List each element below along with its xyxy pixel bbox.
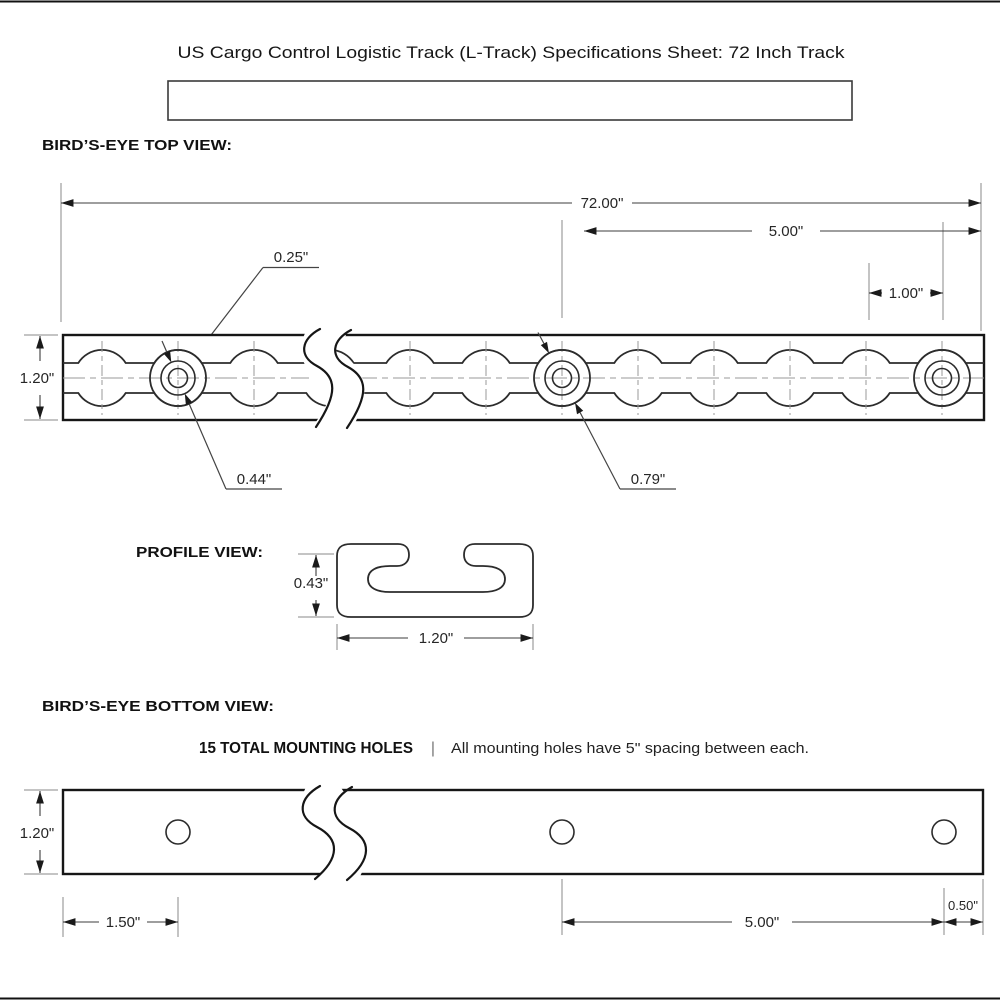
bottom-view-label: BIRD’S-EYE BOTTOM VIEW: xyxy=(42,698,274,715)
dim-track-width-bottom: 1.20" xyxy=(20,825,55,842)
slot-top-edge xyxy=(63,349,984,364)
dim-first-hole-offset: 1.50" xyxy=(106,914,141,931)
break-line-left xyxy=(301,784,335,881)
dim-track-width-top: 1.20" xyxy=(20,370,55,387)
profile-view: 0.43" 1.20" xyxy=(294,543,534,650)
dim-hole-diameter: 0.79" xyxy=(631,471,666,488)
dim-right-end-offset: 0.50" xyxy=(948,898,978,913)
dim-profile-width: 1.20" xyxy=(419,630,454,647)
title-info-box xyxy=(167,80,853,121)
bottom-view-dimensions: 1.50" 5.00" 0.50" xyxy=(62,879,984,937)
break-line-right xyxy=(333,785,367,882)
dim-overall-length: 72.00" xyxy=(581,195,624,212)
note-separator: | xyxy=(431,740,435,757)
dim-profile-height: 0.43" xyxy=(294,575,329,592)
profile-view-label: PROFILE VIEW: xyxy=(136,544,263,561)
sheet-title: US Cargo Control Logistic Track (L-Track… xyxy=(178,43,846,62)
profile-cross-section xyxy=(336,543,534,618)
bottom-view-break xyxy=(300,765,367,900)
dim-countersink: 0.44" xyxy=(237,471,272,488)
mounting-hole-bottom-2 xyxy=(549,819,575,845)
dim-circle-spacing: 1.00" xyxy=(889,285,924,302)
mounting-hole-bottom-1 xyxy=(165,819,191,845)
slot-bottom-edge xyxy=(63,392,984,407)
bottom-view-track: 1.20" xyxy=(20,765,985,900)
break-line-right xyxy=(334,328,365,430)
top-view-dimensions: 72.00" 5.00" 1.00" 1.20" 0.25" xyxy=(20,183,982,421)
mounting-hole-top-3 xyxy=(913,349,971,407)
dim-screw-hole: 0.25" xyxy=(274,249,309,266)
top-view-track xyxy=(61,308,986,443)
dim-hole-spacing-top: 5.00" xyxy=(769,223,804,240)
top-view-hole-callouts: 0.44" 0.79" xyxy=(161,332,676,490)
mounting-hole-top-2 xyxy=(533,349,591,407)
break-line-left xyxy=(303,327,334,429)
note-regular-text: All mounting holes have 5" spacing betwe… xyxy=(451,740,809,757)
note-bold-text: 15 TOTAL MOUNTING HOLES xyxy=(199,740,413,757)
mounting-hole-top-1 xyxy=(149,349,207,407)
mounting-holes-note: 15 TOTAL MOUNTING HOLES | All mounting h… xyxy=(199,740,809,757)
dim-hole-spacing-bottom: 5.00" xyxy=(745,914,780,931)
mounting-hole-bottom-3 xyxy=(931,819,957,845)
top-view-label: BIRD’S-EYE TOP VIEW: xyxy=(42,137,232,154)
top-view-break xyxy=(301,308,365,443)
